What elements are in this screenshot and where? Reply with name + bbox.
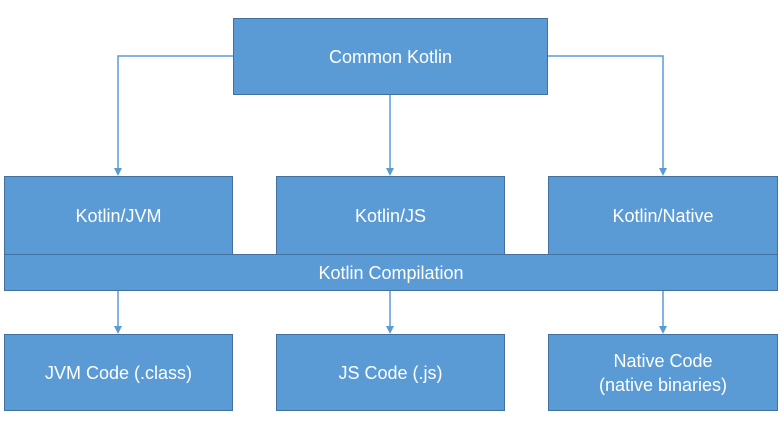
js-code-box: JS Code (.js) — [276, 334, 505, 411]
kotlin-native-label: Kotlin/Native — [612, 206, 714, 226]
js-code-label: JS Code (.js) — [338, 362, 443, 383]
jvm-code-label: JVM Code (.class) — [44, 362, 193, 383]
native-code-box: Native Code (native binaries) — [548, 334, 778, 411]
common-kotlin-box: Common Kotlin — [233, 18, 548, 95]
kotlin-js-box: Kotlin/JS — [276, 176, 505, 256]
common-kotlin-label: Common Kotlin — [328, 46, 453, 67]
native-code-label-line1: Native Code — [613, 350, 713, 371]
kotlin-compilation-label: Kotlin Compilation — [318, 262, 464, 283]
kotlin-jvm-label: Kotlin/JVM — [75, 206, 162, 226]
kotlin-compilation-bar: Kotlin Compilation — [4, 254, 778, 291]
kotlin-jvm-box: Kotlin/JVM — [4, 176, 233, 256]
kotlin-js-label: Kotlin/JS — [354, 206, 427, 226]
kotlin-native-box: Kotlin/Native — [548, 176, 778, 256]
connector-common-to-native — [548, 55, 667, 176]
jvm-code-box: JVM Code (.class) — [4, 334, 233, 411]
connector-common-to-jvm — [114, 55, 233, 176]
native-code-label-line2: (native binaries) — [598, 374, 728, 395]
